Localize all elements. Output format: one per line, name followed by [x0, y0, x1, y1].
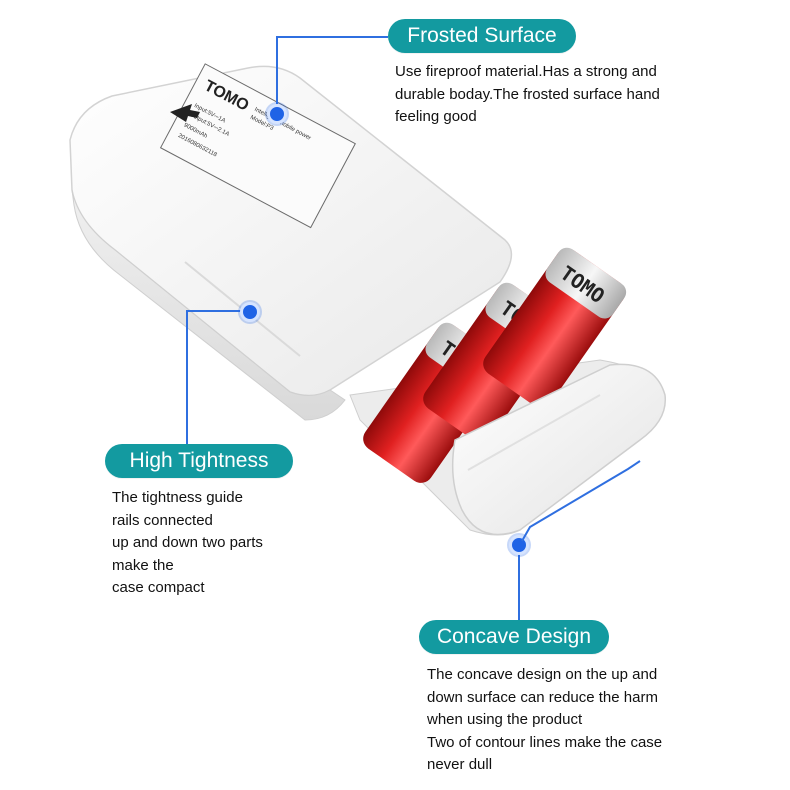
tightness-desc-line-2: rails connected — [112, 511, 213, 529]
direction-arrow-icon — [170, 104, 200, 122]
frosted-surface-title: Frosted Surface — [388, 19, 576, 53]
frosted-surface-description: Use fireproof material.Has a strong and … — [395, 61, 660, 129]
tightness-marker-dot — [240, 302, 260, 322]
tightness-desc-line-1: The tightness guide — [112, 489, 243, 506]
concave-desc-line-5: never dull — [427, 756, 493, 773]
end-cap — [451, 363, 667, 536]
concave-desc-line-1: The concave design on the up and — [427, 666, 658, 683]
concave-desc-line-4: Two of contour lines make the case — [427, 733, 663, 751]
frosted-leader-h — [277, 36, 388, 38]
frosted-leader-v — [276, 36, 278, 112]
concave-marker-dot — [509, 535, 529, 555]
concave-desc-line-3: when using the product — [427, 711, 583, 728]
tightness-leader-h — [186, 310, 246, 312]
concave-leader-v — [518, 552, 520, 622]
tightness-desc-line-5: case compact — [112, 579, 205, 596]
frosted-desc-line-3: feeling good — [395, 108, 477, 125]
frosted-desc-line-1: Use fireproof material.Has a strong and — [395, 63, 657, 80]
concave-design-title: Concave Design — [419, 620, 609, 654]
concave-contour-line — [521, 460, 641, 542]
concave-design-description: The concave design on the up and down su… — [427, 664, 662, 777]
concave-desc-line-2: down surface can reduce the harm — [427, 688, 658, 706]
tightness-desc-line-3: up and down two parts — [112, 534, 263, 551]
high-tightness-description: The tightness guide rails connected up a… — [112, 487, 263, 600]
frosted-desc-line-2: durable boday.The frosted surface hand — [395, 85, 660, 103]
frosted-marker-dot — [267, 104, 287, 124]
high-tightness-title: High Tightness — [105, 444, 293, 478]
battery-3: TOMO — [483, 247, 627, 408]
tightness-leader-v — [186, 310, 188, 444]
case-label: TOMO Intelligent mobile power Model:P3 I… — [159, 63, 356, 229]
tightness-desc-line-4: make the — [112, 556, 174, 574]
